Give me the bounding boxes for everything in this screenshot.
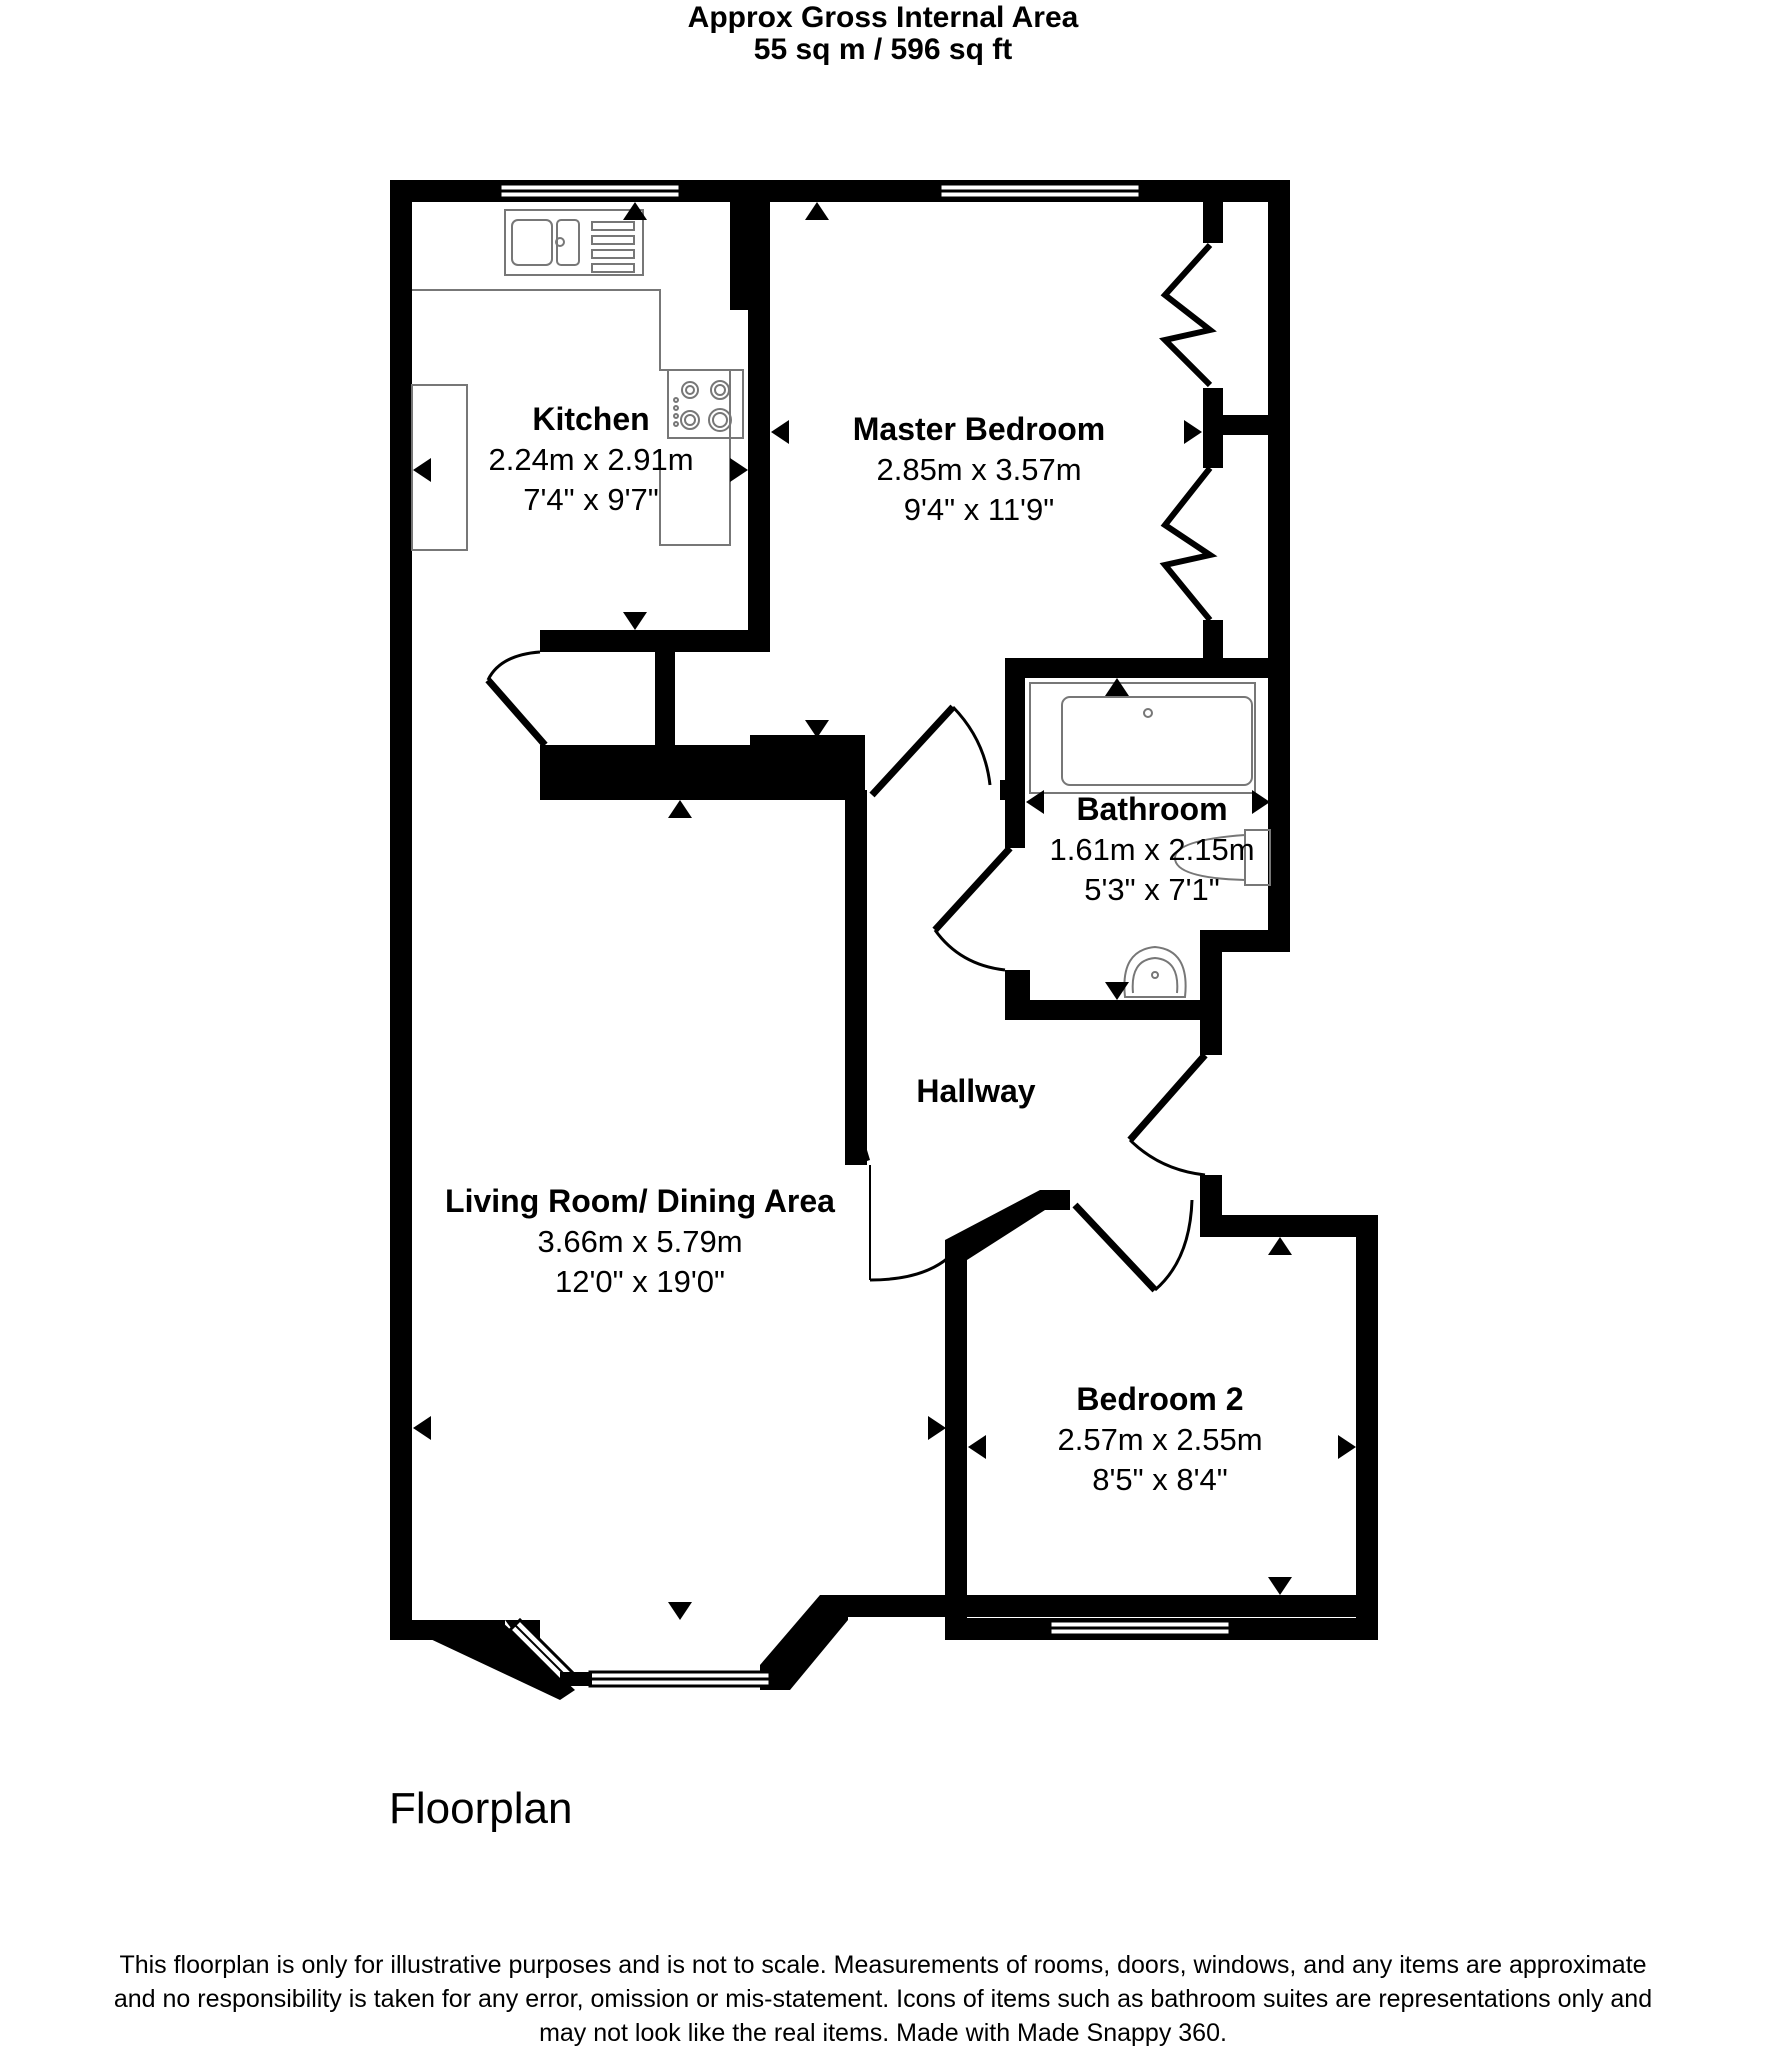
room-living: Living Room/ Dining Area 3.66m x 5.79m 1… xyxy=(445,1183,835,1299)
bath-icon xyxy=(1029,682,1256,794)
room-bedroom2: Bedroom 2 2.57m x 2.55m 8'5" x 8'4" xyxy=(1057,1381,1262,1497)
wall-bath-top xyxy=(1005,658,1290,678)
bathroom-metric: 1.61m x 2.15m xyxy=(1049,832,1254,867)
master-bedroom-imperial: 9'4" x 11'9" xyxy=(904,492,1054,527)
wardrobe-doors xyxy=(1159,242,1218,622)
wall-kitchen-divider xyxy=(748,180,770,650)
floorplan-label: Floorplan xyxy=(389,1784,573,1833)
bathroom-name: Bathroom xyxy=(1076,791,1227,827)
wall-bath-bottom xyxy=(1005,1000,1220,1020)
living-name: Living Room/ Dining Area xyxy=(445,1183,835,1219)
master-bedroom-name: Master Bedroom xyxy=(853,411,1106,447)
wall-bed2-top xyxy=(1200,1215,1378,1237)
wall-bath-left xyxy=(1005,658,1025,848)
master-bedroom-metric: 2.85m x 3.57m xyxy=(876,452,1081,487)
sink-icon xyxy=(504,209,644,276)
kitchen-fixtures xyxy=(411,209,744,551)
wall-bottom-mid xyxy=(845,1595,1375,1617)
kitchen-metric: 2.24m x 2.91m xyxy=(488,442,693,477)
toilet-icon xyxy=(1173,829,1271,886)
wall-bed2-left xyxy=(945,1240,967,1640)
area-title: Approx Gross Internal Area xyxy=(687,1,1079,34)
basin-icon xyxy=(1123,945,1187,998)
wall-left xyxy=(390,180,412,1640)
living-imperial: 12'0" x 19'0" xyxy=(555,1264,725,1299)
disclaimer-line-1: This floorplan is only for illustrative … xyxy=(119,1951,1647,1979)
wall-living-hall xyxy=(845,790,867,1160)
room-hallway: Hallway xyxy=(916,1073,1035,1109)
doors xyxy=(485,650,1208,1293)
hob-icon xyxy=(667,369,744,439)
bedroom2-metric: 2.57m x 2.55m xyxy=(1057,1422,1262,1457)
disclaimer-line-3: may not look like the real items. Made w… xyxy=(539,2019,1227,2047)
kitchen-imperial: 7'4" x 9'7" xyxy=(523,482,659,517)
bay-wall-left xyxy=(390,1620,575,1700)
disclaimer-line-2: and no responsibility is taken for any e… xyxy=(113,1985,1653,2013)
bathroom-fixtures xyxy=(1029,682,1271,998)
kitchen-name: Kitchen xyxy=(532,401,649,437)
hallway-name: Hallway xyxy=(916,1073,1035,1109)
bathroom-imperial: 5'3" x 7'1" xyxy=(1084,872,1220,907)
dimension-markers xyxy=(413,202,1356,1620)
bedroom2-imperial: 8'5" x 8'4" xyxy=(1092,1462,1228,1497)
living-metric: 3.66m x 5.79m xyxy=(537,1224,742,1259)
disclaimer: This floorplan is only for illustrative … xyxy=(0,1948,1766,2050)
wall-right-upper xyxy=(1268,180,1290,952)
room-master-bedroom: Master Bedroom 2.85m x 3.57m 9'4" x 11'9… xyxy=(853,411,1106,527)
room-bathroom: Bathroom 1.61m x 2.15m 5'3" x 7'1" xyxy=(1049,791,1254,907)
windows xyxy=(498,182,1232,1688)
walls xyxy=(390,180,1378,1690)
area-value: 55 sq m / 596 sq ft xyxy=(753,33,1013,66)
wall-bed2-right xyxy=(1356,1215,1378,1640)
worktop-left xyxy=(411,384,468,551)
room-kitchen: Kitchen 2.24m x 2.91m 7'4" x 9'7" xyxy=(488,401,693,517)
bedroom2-name: Bedroom 2 xyxy=(1076,1381,1243,1417)
